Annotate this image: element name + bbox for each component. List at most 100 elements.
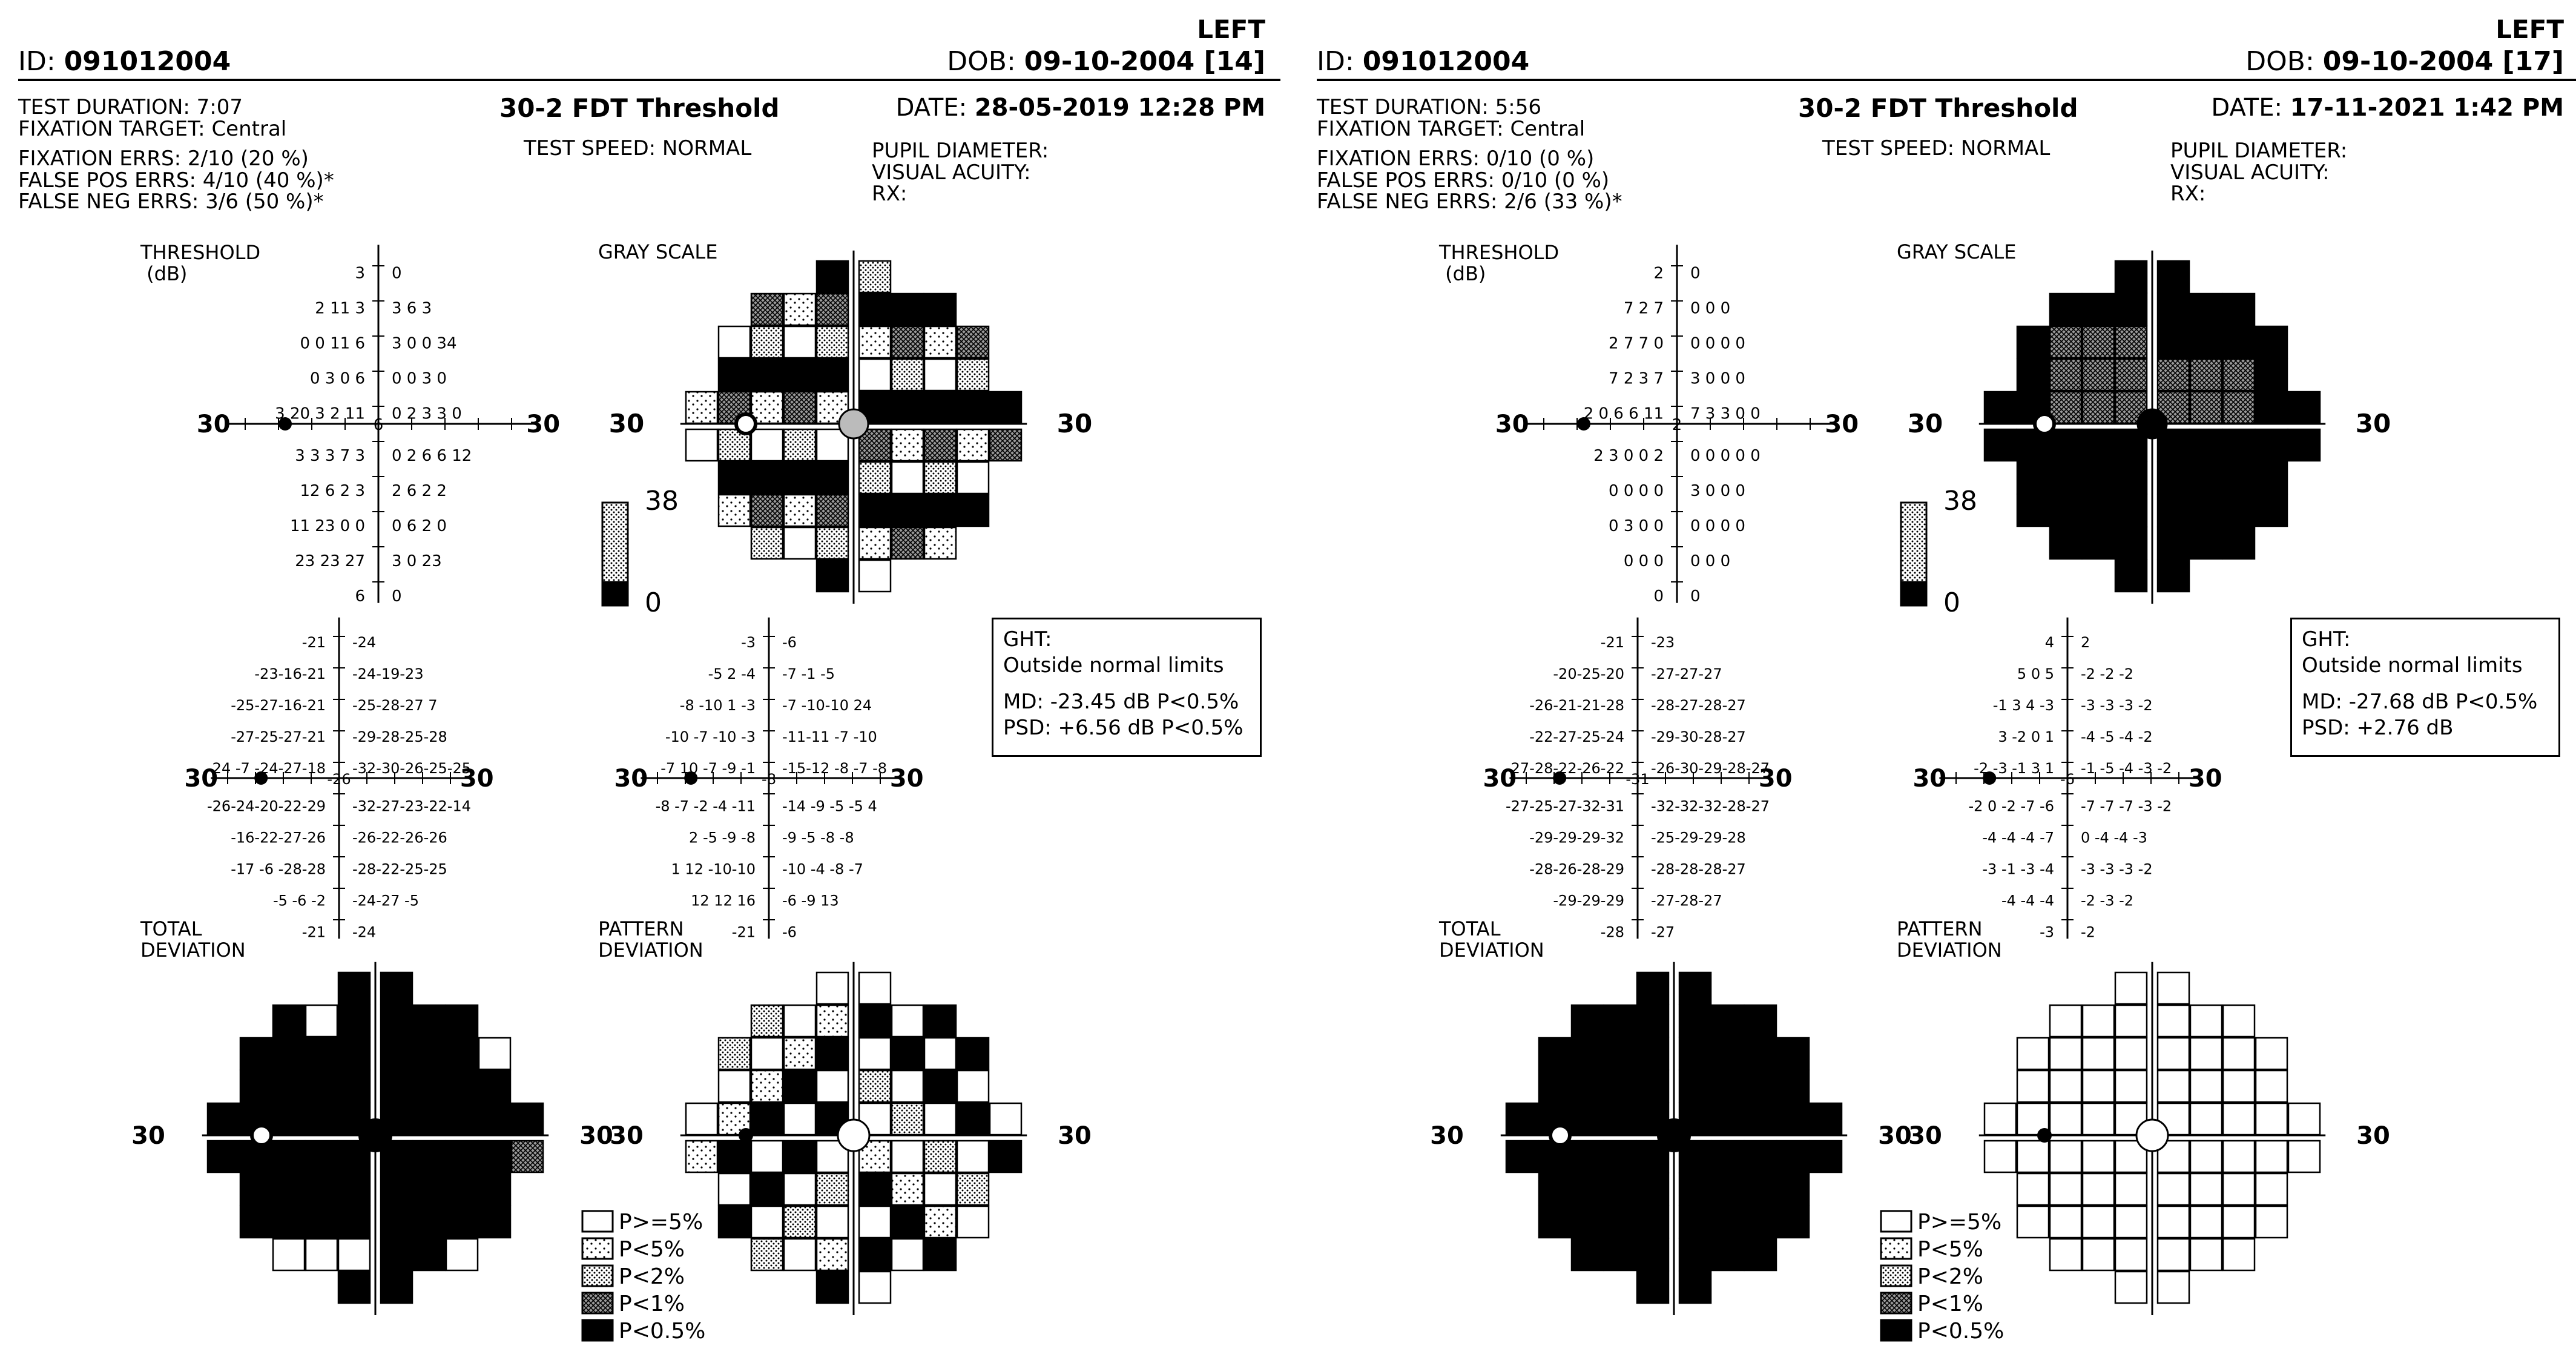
threshold-blind-spot-marker [1577, 417, 1590, 431]
pd-numeric-left-values-row: -5 2 -4 [708, 665, 756, 682]
patient-id: ID: 091012004 [1317, 48, 1529, 75]
td-numeric-right-values-row: -25-28-27 7 [352, 697, 438, 714]
gray-scale-bar-dark [1901, 581, 1926, 606]
pd-symbol-cell [2081, 1140, 2115, 1173]
pd-numeric-right-values-row: -10 -4 -8 -7 [782, 861, 863, 878]
test-date: DATE: 17-11-2021 1:42 PM [2211, 94, 2564, 122]
pd-symbol-cell [956, 1037, 990, 1071]
pd-symbol-cell [2156, 1172, 2190, 1206]
pd-numeric-left-values-row: -8 -7 -2 -4 -11 [656, 798, 756, 815]
td-symbol-cell [1636, 1037, 1670, 1071]
pd-numeric-right-values-row: -6 [782, 924, 797, 941]
gray-scale-cell [2081, 325, 2115, 359]
td-symbol-cell [412, 1172, 446, 1206]
gray-scale-cell [2114, 292, 2148, 326]
pd-numeric-right-values-row: -7 -1 -5 [782, 665, 835, 682]
test-name: 30-2 FDT Threshold [1798, 93, 2078, 123]
td-symbol-cell [1678, 971, 1712, 1005]
pd-numeric-left-values-row: 12 12 16 [691, 893, 756, 909]
gray-scale-cell [2114, 526, 2148, 560]
td-symbol-cell [1744, 1102, 1777, 1136]
td-symbol-cell [1776, 1172, 1810, 1206]
td-symbol-cell [1744, 1069, 1777, 1103]
eye-label: LEFT [2495, 15, 2564, 44]
pd-symbol-cell [2114, 1037, 2148, 1071]
pd-symbol-cell [783, 1140, 817, 1173]
td-symbol-cell [1603, 1140, 1637, 1173]
td-symbol-cell [305, 1238, 338, 1272]
gray-scale-cell [750, 461, 784, 495]
legend-swatch [1880, 1237, 1912, 1260]
pd-symbol-cell [858, 1004, 892, 1038]
gray-scale-cell [2081, 358, 2115, 392]
gray-scale-cell [717, 461, 751, 495]
pd-numeric-left-values-row: -3 -1 -3 -4 [1982, 861, 2054, 878]
total-deviation-title: TOTAL DEVIATION [140, 917, 246, 962]
gray-scale-cell [858, 461, 892, 495]
pd-numeric-right-values-row: -3 -3 -3 -2 [2081, 861, 2153, 878]
pd-symbol-cell [750, 1140, 784, 1173]
td-numeric-left-values-row: -5 -6 -2 [273, 893, 326, 909]
td-symbol-cell [239, 1140, 273, 1173]
td-symbol-cell [380, 1172, 413, 1206]
td-symbol-cell [305, 1172, 338, 1206]
gray-scale-cell [858, 260, 892, 294]
gray-scale-cell [923, 391, 957, 424]
pd-symbol-cell [2081, 1172, 2115, 1206]
gray-scale-cell [956, 325, 990, 359]
gray-scale-cell [2222, 325, 2256, 359]
ght-title: GHT: [2302, 627, 2351, 652]
td-numeric-axis-label-right: 30 [1759, 765, 1793, 793]
gray-scale-cell [2049, 325, 2083, 359]
pd-symbol-cell [2189, 1238, 2223, 1272]
td-symbol-cell [1678, 1037, 1712, 1071]
gray-scale-cell [783, 292, 817, 326]
threshold-right-values-row: 0 0 0 [1690, 299, 1730, 317]
td-symbol-cell [380, 1037, 413, 1071]
pd-symbol-cell [2081, 1069, 2115, 1103]
td-symbol-cell [1678, 1004, 1712, 1038]
gray-scale-cell [891, 325, 924, 359]
td-numeric-left-values-row: -16-22-27-26 [231, 830, 326, 847]
gray-scale-cell [2287, 428, 2321, 462]
reliability-block: FIXATION ERRS: 0/10 (0 %) FALSE POS ERRS… [1317, 147, 1622, 214]
test-info-block: TEST DURATION: 7:07 FIXATION TARGET: Cen… [18, 95, 287, 141]
td-symbol-cell [1711, 1238, 1745, 1272]
td-symbol-cell [1776, 1037, 1810, 1071]
td-numeric-left-values-row: -17 -6 -28-28 [231, 861, 326, 878]
gray-scale-cell [717, 493, 751, 527]
pd-symbol-cell [750, 1037, 784, 1071]
td-symbol-cell [1776, 1069, 1810, 1103]
pd-symbol-cell [815, 1172, 849, 1206]
td-numeric-left-values-row: -29-29-29 [1553, 893, 1624, 909]
pd-symbol-cell [2081, 1205, 2115, 1239]
legend-swatch [1880, 1264, 1912, 1287]
pd-symbol-cell [891, 1205, 924, 1239]
threshold-right-values-row: 0 2 3 3 0 [392, 404, 462, 423]
td-numeric-left-values-row: -21 [302, 924, 326, 941]
gray-scale-cell [989, 391, 1023, 424]
td-numeric-right-values-row: -32-27-23-22-14 [352, 798, 471, 815]
pd-symbol-cell [815, 1205, 849, 1239]
gray-axis-label-left: 30 [1908, 409, 1943, 438]
td-symbol-cell [478, 1205, 512, 1239]
ght-title: GHT: [1003, 627, 1052, 652]
pd-axis-label-left: 30 [610, 1122, 644, 1150]
td-symbol-cell [272, 1140, 306, 1173]
pd-numeric-left-values-row: 1 12 -10-10 [671, 861, 756, 878]
td-numeric-left-values-row: -21 [302, 634, 326, 651]
gray-scale-cell [2016, 358, 2050, 392]
threshold-left-values-row: 0 3 0 6 [310, 369, 365, 388]
td-symbol-cell [445, 1069, 479, 1103]
td-symbol-cell [445, 1004, 479, 1038]
td-symbol-cell [380, 1238, 413, 1272]
td-symbol-cell [1678, 1205, 1712, 1239]
td-symbol-cell [1570, 1172, 1604, 1206]
gray-scale-cell [891, 461, 924, 495]
td-symbol-cell [1570, 1037, 1604, 1071]
gray-scale-cell [2255, 358, 2288, 392]
gray-scale-cell [2114, 358, 2148, 392]
pd-symbol-cell [783, 1172, 817, 1206]
td-numeric-left-values-row: -26-21-21-28 [1529, 697, 1624, 714]
pd-symbol-cell [2189, 1102, 2223, 1136]
